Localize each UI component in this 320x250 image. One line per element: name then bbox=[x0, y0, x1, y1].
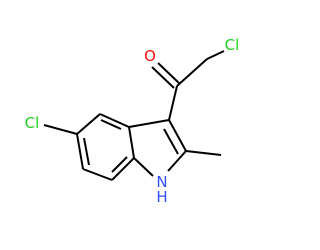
bond-c3-c2-inner bbox=[163, 128, 179, 155]
bond-c7-c7a-inner bbox=[111, 156, 128, 173]
bond-methylene-chlorine bbox=[206, 50, 225, 60]
bond-c3a-c4 bbox=[99, 113, 130, 128]
bond-c5-c6 bbox=[76, 133, 84, 170]
bond-c6-c7 bbox=[82, 168, 113, 181]
bonds bbox=[43, 50, 225, 181]
chloromethyl-chlorine-label: Cl bbox=[225, 36, 240, 54]
bond-c2-n1 bbox=[167, 150, 187, 172]
oxygen-label: O bbox=[144, 47, 156, 65]
molecule-structure: O Cl Cl N H bbox=[25, 36, 240, 206]
nitrogen-hydrogen-label: H bbox=[156, 188, 167, 206]
bond-c7-c7a bbox=[111, 157, 135, 181]
bond-c2-methyl bbox=[185, 150, 222, 156]
bond-c3a-c4-inner bbox=[100, 119, 122, 130]
nitrogen-label: N bbox=[156, 173, 167, 191]
bond-c3-c2 bbox=[168, 119, 187, 152]
bond-carbonyl-c3 bbox=[168, 85, 178, 121]
bond-c5-chlorine bbox=[43, 124, 78, 135]
ring-chlorine-label: Cl bbox=[25, 114, 40, 132]
bond-c3a-c7a bbox=[128, 126, 135, 159]
bond-carbonyl-oxygen-a bbox=[151, 66, 175, 89]
bond-carbonyl-oxygen-b bbox=[157, 62, 181, 85]
bond-carbonyl-methylene bbox=[176, 58, 208, 87]
bond-n1-c7a bbox=[133, 157, 154, 177]
bond-c3-c3a bbox=[128, 119, 170, 128]
atom-labels: O Cl Cl N H bbox=[25, 36, 240, 206]
bond-c4-c5 bbox=[76, 113, 101, 135]
bond-c5-c6-inner bbox=[83, 137, 90, 166]
